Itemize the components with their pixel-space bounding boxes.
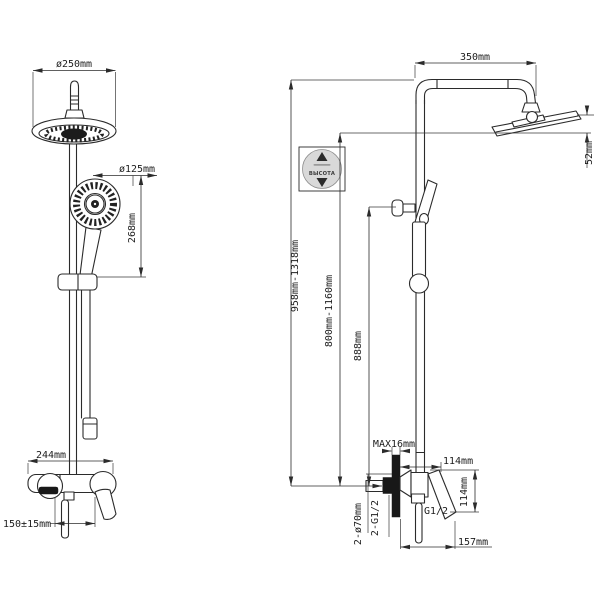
pipe-ball-joint [408,273,430,294]
dim-hand-shower-length: 268mm [127,213,138,243]
hand-shower-front [69,178,121,279]
outlet-nut-front [63,491,75,501]
wall-section [391,454,401,518]
up-arrow-icon [316,152,328,161]
mixer-lever-front [94,488,117,520]
diverter-knob [36,472,64,500]
outlet-nut-side [410,493,426,504]
badge-label: ВЫСОТА [309,171,335,177]
hose-connector [82,417,98,440]
side-view: ВЫСОТА 350mm 52mm 958mm-1318mm [288,52,595,550]
valve-bell [399,469,412,498]
valve-cartridge [410,471,429,498]
hand-shower-nozzles [73,182,117,226]
rain-head-top-knob [64,80,85,119]
dim-supply-spacing: 150±15mm [3,519,51,530]
dim-arm-length: 350mm [460,52,490,63]
dim-handle-drop: 114mm [459,477,470,507]
dim-handle-reach: 157mm [458,537,488,548]
height-badge: ВЫСОТА [298,146,346,192]
dim-outlet-thread: G1/2 [424,506,448,517]
dim-overall-height: 958mm-1318mm [290,240,301,312]
side-view-dimensions: 350mm 52mm 958mm-1318mm 800mm-1160mm 888… [288,52,595,550]
badge-fine-print [313,164,331,166]
spout-opening [38,486,59,495]
dim-head-height: 800mm-1160mm [324,275,335,347]
hand-shower-side [391,179,438,294]
drop-pipe-front [60,499,70,539]
holder-stem [402,203,416,213]
dim-holder-height: 888mm [353,331,364,361]
spray-nozzle-ring [44,125,104,143]
mixer-front [27,470,117,539]
dim-max-wall-thickness: MAX16mm [373,439,415,450]
head-ball-joint [525,110,539,124]
wand-body [411,221,427,278]
drop-pipe-side [414,502,423,544]
mixer-side [399,469,457,544]
supply-connector [382,477,393,494]
down-arrow-icon [316,178,328,187]
spray-center [61,128,87,140]
dim-inlet-threads: 2-G1/2 [370,500,381,536]
dim-head-diameter: ø250mm [56,59,92,70]
rain-shower-head-side [491,102,582,137]
front-view: ø250mm ø125mm 268mm 244mm 150±15mm [3,59,157,539]
dim-mixer-width: 244mm [36,450,66,461]
arm-nut [521,102,541,113]
rain-shower-head-front [31,117,117,145]
slider-bracket [57,273,98,291]
dim-head-depth: 52mm [584,141,595,165]
shower-arm [415,78,537,105]
dim-inlet-plates: 2-ø70mm [353,503,364,545]
dim-hand-shower-diameter: ø125mm [119,164,155,175]
hand-shower-hose [80,289,98,440]
dim-valve-depth: 114mm [443,456,473,467]
front-view-dimensions: ø250mm ø125mm 268mm 244mm 150±15mm [3,59,157,530]
holder-knob [391,199,404,217]
hand-shower-grip [79,226,102,279]
